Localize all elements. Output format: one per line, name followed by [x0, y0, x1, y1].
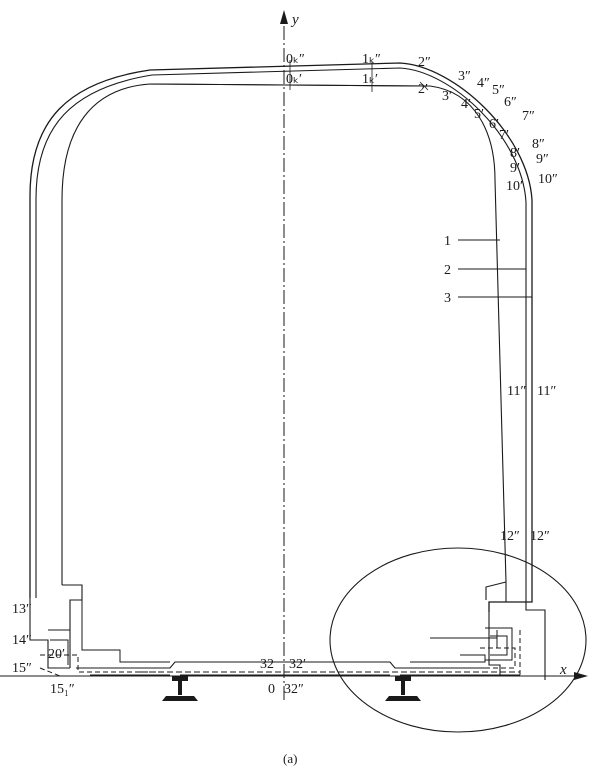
label-12-right: 12″ [530, 529, 550, 544]
left-rail [162, 676, 198, 701]
label-5-double: 5″ [492, 83, 505, 98]
label-2-single: 2′ [418, 82, 428, 97]
outer-contour-3 [29, 62, 533, 612]
label-32: 32 [260, 657, 274, 672]
label-32-double: 32″ [284, 682, 304, 697]
label-8-double: 8″ [532, 137, 545, 152]
label-14: 14″ [12, 633, 32, 648]
label-7-single: 7′ [499, 128, 509, 143]
label-12-left: 12″ [500, 529, 520, 544]
origin-label: 0 [268, 682, 275, 697]
contour-label-1: 1 [444, 234, 451, 249]
left-lower-detail [48, 600, 170, 669]
top-chord [149, 83, 421, 87]
label-4-single: 4′ [461, 97, 471, 112]
label-13: 13″ [12, 602, 32, 617]
y-axis-label: y [290, 12, 299, 28]
contour-label-2: 2 [444, 263, 451, 278]
label-1k-single: 1ₖ′ [362, 72, 378, 87]
label-8-single: 8′ [510, 146, 520, 161]
label-6-single: 6′ [489, 117, 499, 132]
label-1k-double: 1ₖ″ [362, 52, 381, 67]
label-15-1: 15₁″ [50, 682, 75, 697]
label-6-double: 6″ [504, 95, 517, 110]
y-axis-arrowhead [280, 10, 288, 24]
label-3-double: 3″ [458, 69, 471, 84]
label-10-single: 10′ [506, 179, 523, 194]
contour-label-3: 3 [444, 291, 451, 306]
label-7-double: 7″ [522, 109, 535, 124]
right-lower-dashed [420, 630, 521, 675]
label-5-single: 5′ [474, 107, 484, 122]
label-0k-double: 0ₖ″ [286, 52, 305, 67]
right-lower-detail [410, 627, 513, 663]
label-15: 15″ [12, 661, 32, 676]
label-32-single: 32′ [289, 657, 306, 672]
middle-contour-2 [35, 67, 527, 602]
label-9-double: 9″ [536, 152, 549, 167]
label-4-double: 4″ [477, 76, 490, 91]
label-10-double: 10″ [538, 172, 558, 187]
label-0k-single: 0ₖ′ [286, 72, 302, 87]
floor-upper [140, 661, 487, 669]
detail-ellipse [329, 547, 587, 733]
label-9-single: 9′ [510, 161, 520, 176]
figure-caption: (a) [283, 751, 297, 766]
x-axis-label: x [559, 662, 567, 678]
left-lower-dashed [39, 654, 170, 677]
top-point-ticks [289, 60, 429, 92]
right-rail [385, 676, 421, 701]
label-11-right: 11″ [537, 384, 556, 399]
label-11-left: 11″ [507, 384, 526, 399]
label-20: 20′ [48, 647, 65, 662]
label-2-double: 2″ [418, 55, 431, 70]
label-3-single: 3′ [442, 89, 452, 104]
